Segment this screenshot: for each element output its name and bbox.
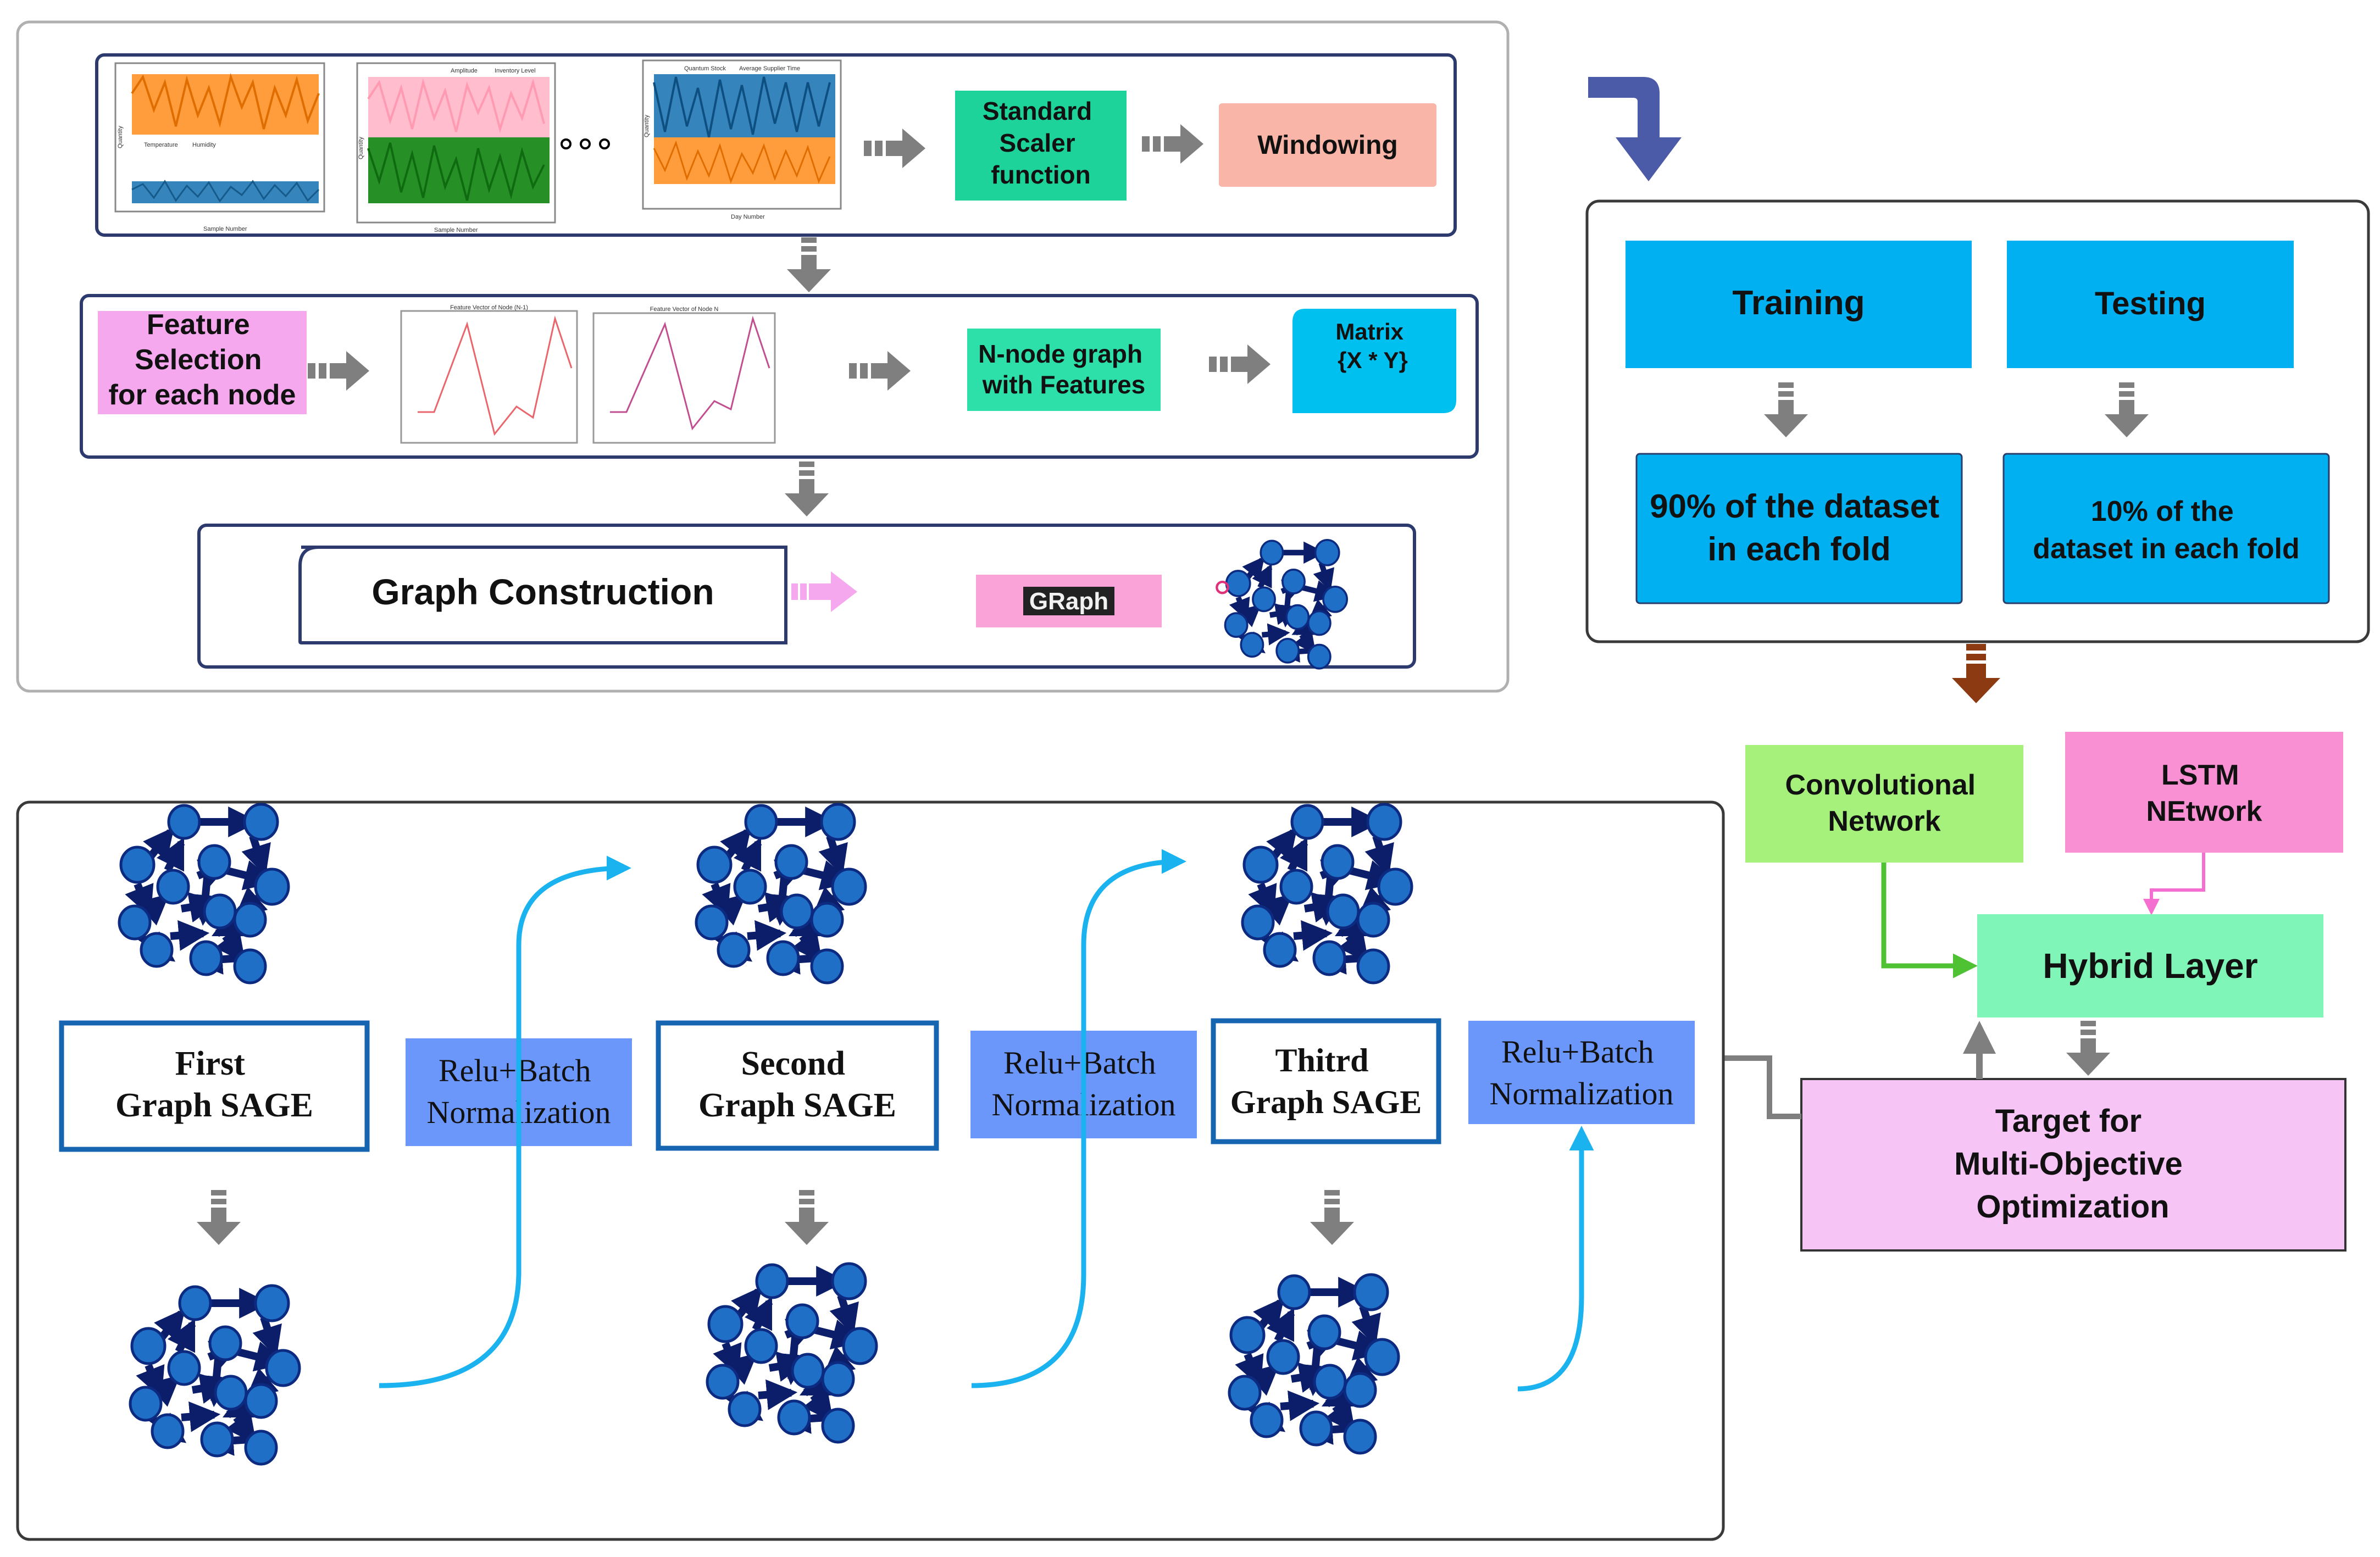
cnn-label: Convolutional Network (1785, 769, 1983, 837)
curve-arrow-2 (971, 849, 1186, 1388)
thumb2-legend-amplitude: Amplitude (451, 68, 478, 74)
second-sage-label: Second Graph SAGE (698, 1045, 896, 1124)
thumbnail-chart-1: Temperature Humidity Quantity Sample Num… (114, 62, 325, 232)
sage3-output-graph (1229, 1275, 1399, 1453)
arrow-down-row1 (787, 237, 831, 292)
feature-plot-2-title: Feature Vector of Node N (650, 306, 719, 313)
pink-arrow (791, 571, 857, 612)
standard-scaler-label: Standard Scaler function (983, 97, 1099, 189)
matrix-label: Matrix {X * Y} (1335, 319, 1410, 373)
thumb3-ylabel: Quantity (643, 115, 650, 137)
feature-row-box (80, 294, 1479, 459)
hybrid-layer-box (1977, 914, 2323, 1017)
feature-plot-1-title: Feature Vector of Node (N-1) (450, 304, 528, 311)
first-sage-label: First Graph SAGE (115, 1045, 313, 1124)
matrix-box (1292, 309, 1456, 413)
relu3-label: Relu+Batch Normalization (1489, 1034, 1673, 1111)
arrow-to-nnode (849, 351, 911, 391)
sage-panel (16, 800, 1725, 1541)
standard-scaler-box (955, 91, 1127, 201)
training-split-box (1635, 453, 1963, 604)
arrow-down-training (1764, 382, 1808, 437)
arrow-to-feature-plot (308, 351, 369, 391)
ellipsis-dots (561, 138, 610, 149)
third-sage-box (1211, 1018, 1441, 1144)
graph-construction-box (298, 546, 787, 644)
thumb1-legend-temperature: Temperature (144, 142, 178, 148)
constructed-graph-icon (1216, 540, 1347, 669)
data-row-box (95, 53, 1457, 237)
testing-split-box (2002, 453, 2330, 604)
thumb2-legend-inventory: Inventory Level (495, 68, 536, 74)
training-split-label: 90% of the dataset in each fold (1650, 488, 1949, 568)
feature-plot-2: Feature Vector of Node N (592, 306, 776, 444)
lstm-box (2065, 732, 2343, 853)
thumbnail-chart-2: Amplitude Inventory Level Quantity Sampl… (356, 62, 556, 233)
sage2-output-graph (707, 1264, 876, 1442)
feature-selection-box (98, 311, 307, 414)
relu3-box (1468, 1021, 1695, 1124)
testing-split-label: 10% of the dataset in each fold (2033, 496, 2299, 565)
curved-indigo-arrow (1588, 77, 1682, 181)
graph-construction-label: Graph Construction (371, 571, 714, 612)
thumb1-legend-humidity: Humidity (192, 142, 216, 148)
windowing-label: Windowing (1257, 131, 1398, 160)
nnode-graph-label: N-node graph with Features (978, 340, 1150, 399)
thumb2-xlabel: Sample Number (434, 227, 478, 233)
third-sage-label: Thitrd Graph SAGE (1230, 1042, 1422, 1120)
lstm-label: LSTM NEtwork (2146, 759, 2262, 827)
target-box (1800, 1078, 2346, 1252)
cnn-box (1745, 745, 2023, 863)
training-label: Training (1732, 284, 1865, 322)
cv-panel (1585, 199, 2370, 643)
nnode-graph-box (967, 329, 1161, 411)
testing-label: Testing (2095, 286, 2206, 321)
sage-to-target-connector (1723, 1055, 1801, 1119)
arrow-down-testing (2105, 382, 2149, 437)
curve-arrow-1 (379, 855, 631, 1388)
lstm-to-hybrid-arrow (2143, 853, 2205, 915)
second-sage-box (656, 1020, 939, 1151)
feature-plot-1: Feature Vector of Node (N-1) (400, 304, 578, 444)
target-label: Target for Multi-Objective Optimization (1954, 1103, 2192, 1225)
training-box (1625, 241, 1972, 368)
thumb3-legend-stock: Quantum Stock (684, 65, 726, 72)
sage1-output-graph (130, 1286, 299, 1464)
first-sage-box (59, 1020, 370, 1152)
cnn-to-hybrid-arrow (1881, 863, 1978, 978)
thumbnail-chart-3: Quantum Stock Average Supplier Time Quan… (642, 59, 842, 220)
windowing-box (1219, 103, 1436, 187)
arrow-down-hybrid (2066, 1021, 2110, 1076)
arrow-to-matrix (1209, 344, 1271, 384)
hybrid-layer-label: Hybrid Layer (2043, 946, 2257, 986)
thumb2-ylabel: Quantity (358, 137, 364, 159)
sage1-input-graph (119, 804, 289, 983)
thumb1-xlabel: Sample Number (203, 226, 247, 232)
graph-label: GRaph (1029, 588, 1108, 615)
sage3-input-graph (1242, 804, 1412, 983)
graph-row-box (197, 524, 1416, 669)
arrow-down-brown (1952, 644, 2000, 703)
arrow-down-sage3 (1310, 1190, 1354, 1245)
sage2-input-graph (696, 804, 866, 983)
testing-box (2007, 241, 2294, 368)
thumb3-xlabel: Day Number (731, 214, 765, 220)
arrow-down-sage1 (197, 1190, 241, 1245)
thumb1-ylabel: Quantity (117, 126, 124, 148)
preprocessing-panel (16, 20, 1510, 693)
feature-selection-label: Feature Selection for each node (109, 309, 296, 411)
arrow-to-scaler (864, 129, 925, 168)
arrow-down-row2 (785, 461, 829, 516)
curve-arrow-3 (1517, 1126, 1594, 1392)
graph-label-highlight (1023, 587, 1114, 615)
arrow-down-sage2 (785, 1190, 829, 1245)
thumb3-legend-supplier: Average Supplier Time (739, 65, 800, 72)
arrow-to-windowing (1142, 124, 1203, 164)
